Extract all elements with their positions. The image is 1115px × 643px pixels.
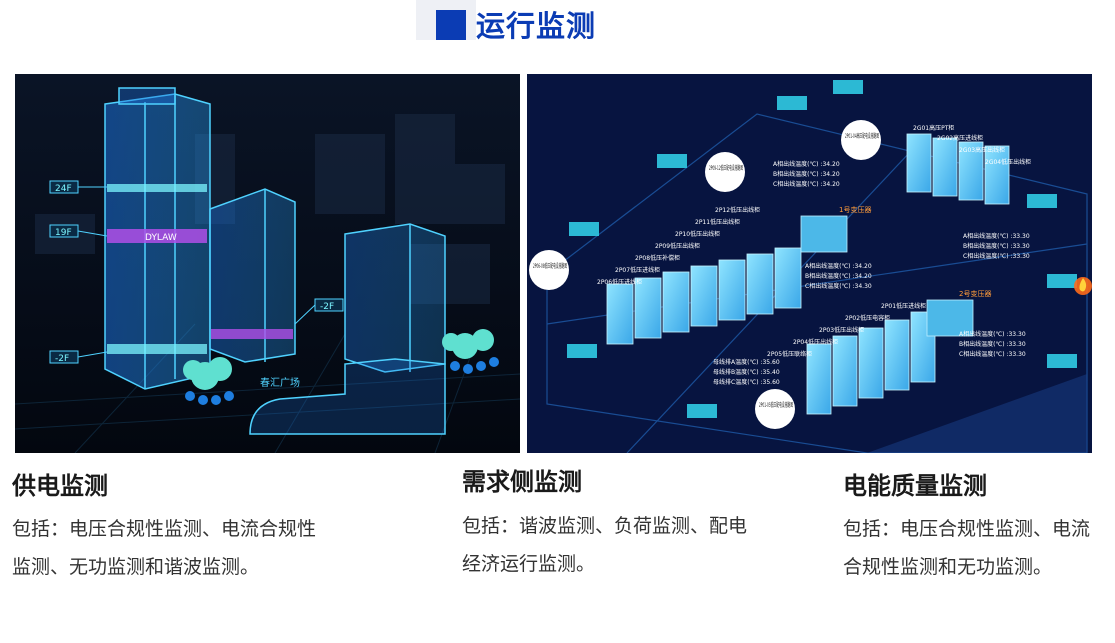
svg-text:母线排C温度(℃) :35.60: 母线排C温度(℃) :35.60: [713, 378, 780, 386]
svg-text:2P04低压出线柜: 2P04低压出线柜: [793, 338, 838, 346]
svg-text:2P06低压进线柜: 2P06低压进线柜: [597, 278, 642, 286]
page-header: 运行监测: [0, 0, 1115, 48]
svg-text:A相出线温度(℃) :34.20: A相出线温度(℃) :34.20: [773, 160, 840, 168]
svg-text:2P09低压出线柜: 2P09低压出线柜: [655, 242, 700, 250]
header-accent-square: [436, 10, 466, 40]
section-title-supply: 供电监测: [12, 472, 108, 500]
svg-text:B相出线温度(℃) :34.20: B相出线温度(℃) :34.20: [805, 272, 872, 280]
room-bubble-2: 2P09-12低压配电设施路图: [709, 164, 743, 172]
svg-text:1号变压器: 1号变压器: [839, 205, 871, 214]
cabinet-row-low: [806, 311, 936, 415]
section-title-demand: 需求侧监测: [462, 468, 582, 496]
cabinet-row-top: [906, 133, 1010, 205]
section-title-quality: 电能质量监测: [843, 472, 987, 500]
svg-text:B相出线温度(℃) :33.30: B相出线温度(℃) :33.30: [959, 340, 1026, 348]
svg-text:母线排A温度(℃) :35.60: 母线排A温度(℃) :35.60: [713, 358, 780, 366]
svg-text:2号变压器: 2号变压器: [959, 289, 991, 298]
svg-text:24F: 24F: [55, 184, 72, 194]
svg-text:2P10低压出线柜: 2P10低压出线柜: [675, 230, 720, 238]
svg-text:母线排B温度(℃) :35.40: 母线排B温度(℃) :35.40: [713, 368, 780, 376]
room-bubble-3: 2P01-05低压配电设施路图: [759, 401, 793, 409]
section-desc-quality: 包括：电压合规性监测、电流合规性监测和无功监测。: [843, 518, 1091, 578]
cabinet-row-mid: [606, 247, 802, 345]
room-bubble-1: 2P01-04高压配电设施路图: [845, 132, 879, 140]
substation-3d-image: 1号变压器 2号变压器 2P01-04高压配电设施路图 2P09-12低压配电设…: [527, 74, 1092, 453]
svg-text:2G04低压出线柜: 2G04低压出线柜: [985, 158, 1031, 166]
svg-text:2P01低压进线柜: 2P01低压进线柜: [881, 302, 926, 310]
svg-text:2G02高压进线柜: 2G02高压进线柜: [937, 134, 983, 142]
building-logo-text: DYLAW: [145, 233, 177, 243]
floor-label-24f: [49, 180, 107, 194]
svg-text:A相出线温度(℃) :33.30: A相出线温度(℃) :33.30: [959, 330, 1026, 338]
svg-text:2P07低压进线柜: 2P07低压进线柜: [615, 266, 660, 274]
section-desc-demand: 包括：谐波监测、负荷监测、配电经济运行监测。: [462, 515, 748, 575]
svg-text:2P08低压补偿柜: 2P08低压补偿柜: [635, 254, 680, 262]
svg-text:2P11低压出线柜: 2P11低压出线柜: [695, 218, 740, 226]
svg-text:C相出线温度(℃) :33.30: C相出线温度(℃) :33.30: [963, 252, 1030, 260]
svg-text:2P03低压出线柜: 2P03低压出线柜: [819, 326, 864, 334]
svg-text:C相出线温度(℃) :34.20: C相出线温度(℃) :34.20: [773, 180, 840, 188]
svg-text:-2F: -2F: [320, 302, 334, 312]
plaza-label: 春汇广场: [260, 376, 300, 389]
svg-text:B相出线温度(℃) :33.30: B相出线温度(℃) :33.30: [963, 242, 1030, 250]
svg-text:A相出线温度(℃) :33.30: A相出线温度(℃) :33.30: [963, 232, 1030, 240]
section-desc-supply: 包括：电压合规性监测、电流合规性监测、无功监测和谐波监测。: [12, 518, 317, 578]
svg-text:C相出线温度(℃) :34.30: C相出线温度(℃) :34.30: [805, 282, 872, 290]
svg-text:2P02低压电容柜: 2P02低压电容柜: [845, 314, 890, 322]
svg-text:2P12低压出线柜: 2P12低压出线柜: [715, 206, 760, 214]
svg-text:2P05低压联络柜: 2P05低压联络柜: [767, 350, 812, 358]
fire-alert-icon: [1074, 277, 1092, 295]
svg-text:A相出线温度(℃) :34.20: A相出线温度(℃) :34.20: [805, 262, 872, 270]
svg-text:2G01高压PT柜: 2G01高压PT柜: [913, 124, 954, 132]
svg-text:-2F: -2F: [55, 354, 69, 364]
svg-text:C相出线温度(℃) :33.30: C相出线温度(℃) :33.30: [959, 350, 1026, 358]
room-bubble-4: 2P06-08低压配电设施路图: [533, 262, 567, 270]
svg-text:B相出线温度(℃) :34.20: B相出线温度(℃) :34.20: [773, 170, 840, 178]
svg-text:19F: 19F: [55, 228, 72, 238]
page-title: 运行监测: [476, 9, 597, 43]
building-3d-image: DYLAW 春汇广场 24F: [15, 74, 520, 453]
svg-text:2G03高压出线柜: 2G03高压出线柜: [959, 146, 1005, 154]
